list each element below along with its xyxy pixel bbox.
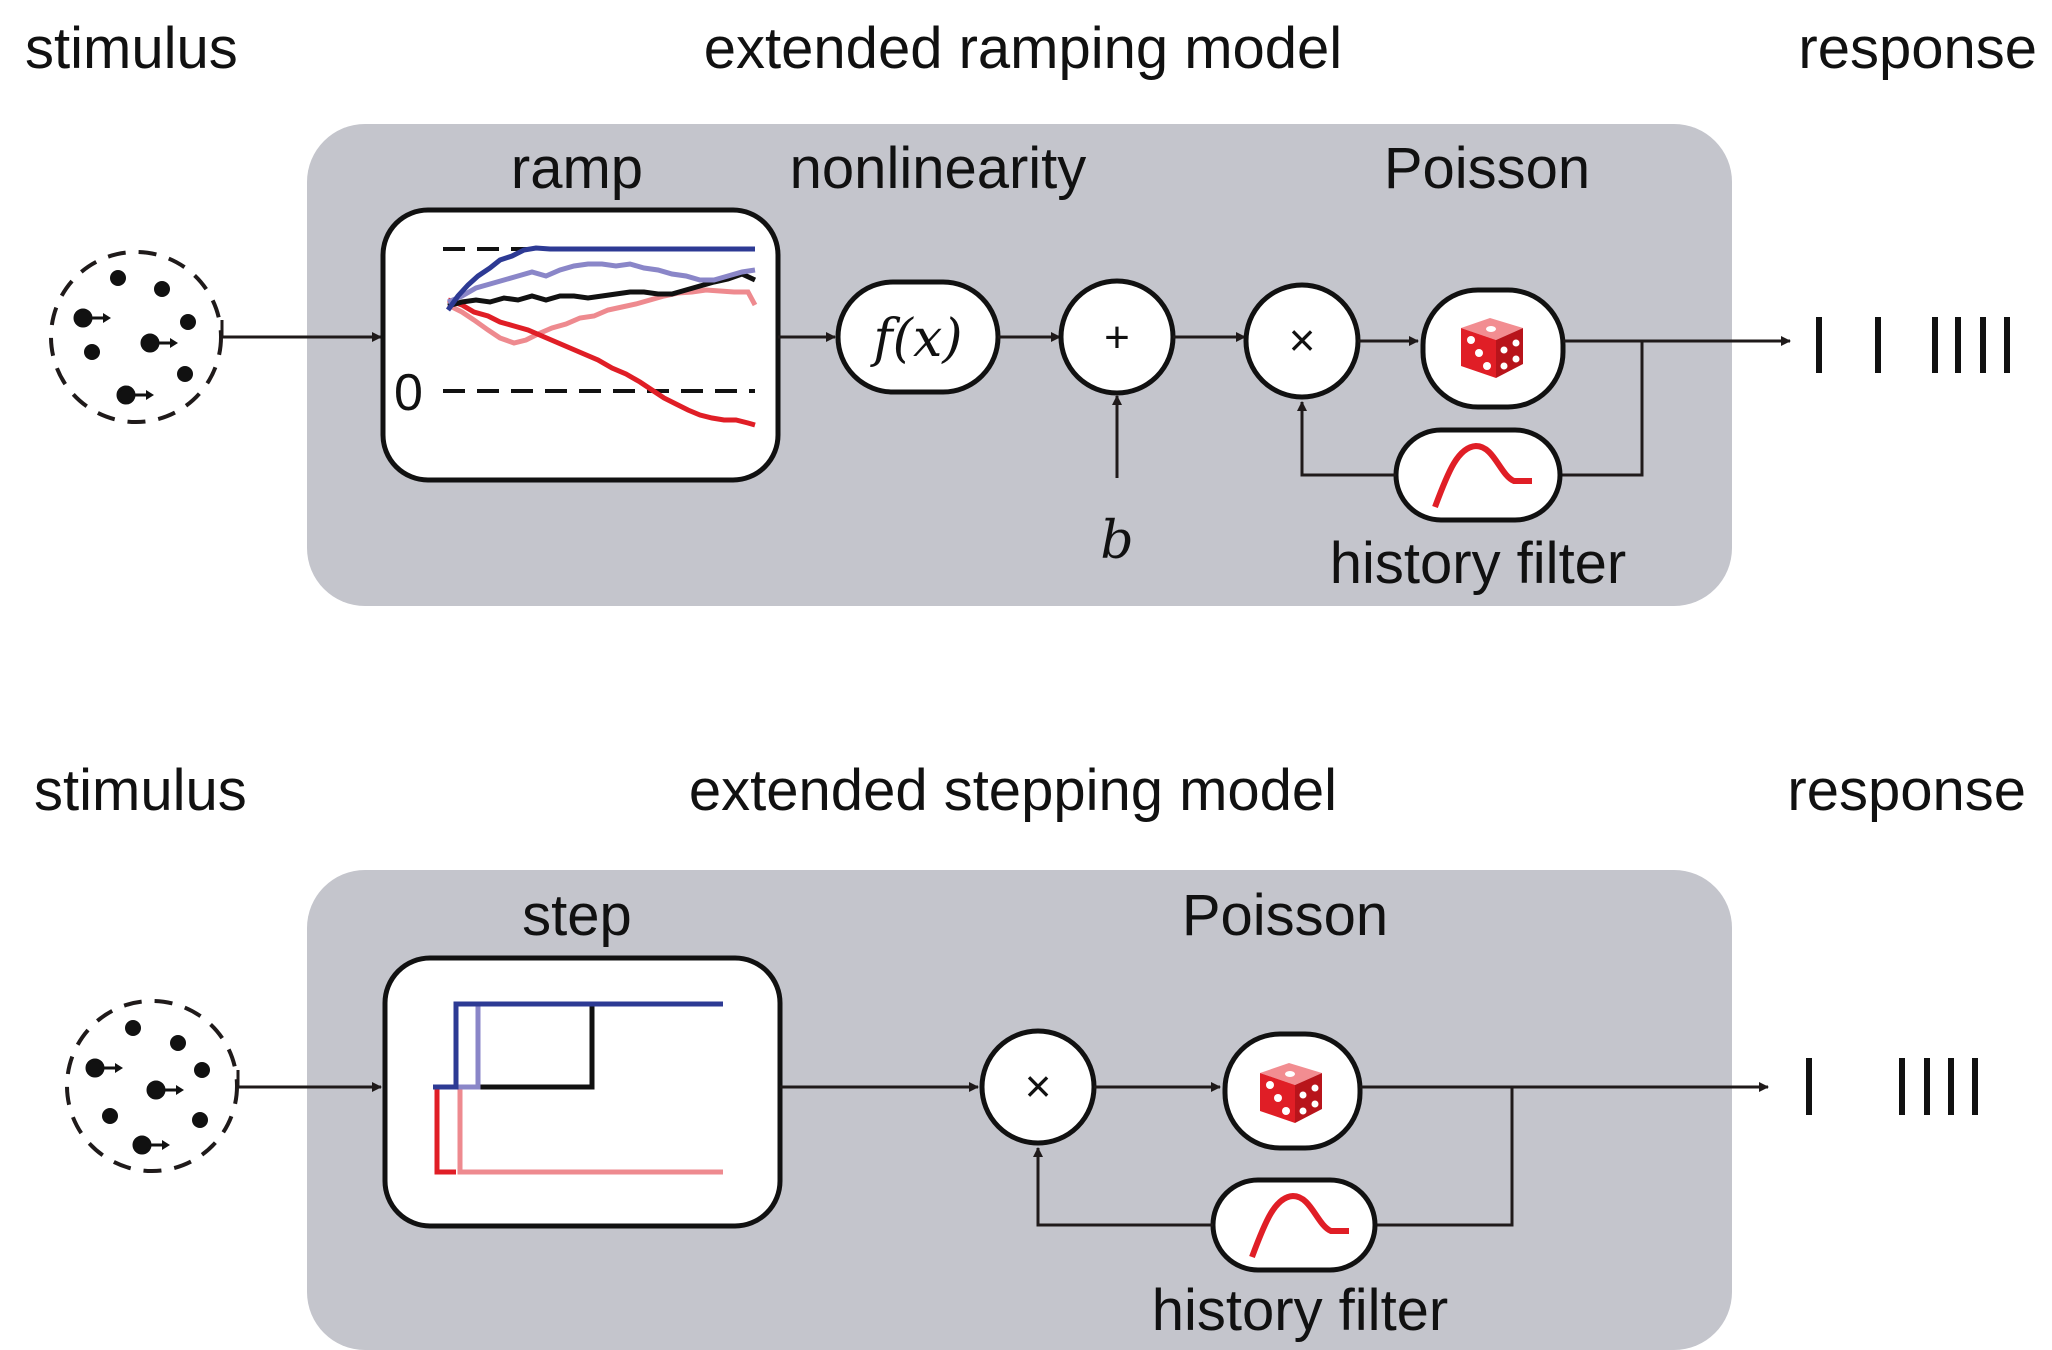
stepping-stimulus-label: stimulus [34,758,247,823]
ramp-zero-label: 0 [394,364,423,422]
ramping-history-filter-label: history filter [1330,531,1627,596]
ramping-model: stimulus extended ramping model response… [25,16,2037,606]
ramping-poisson-dice-box [1420,287,1566,410]
ramp-label: ramp [511,136,643,201]
ramping-poisson-label: Poisson [1384,136,1590,201]
dot-motion-stimulus-icon [65,999,239,1173]
ramping-stimulus-label: stimulus [25,16,238,81]
stepping-response-label: response [1787,758,2026,823]
history-filter-curve-icon [1249,1192,1349,1259]
dice-icon [1260,1063,1322,1123]
ramp-trace-light-blue [447,261,756,305]
step-label: step [522,883,632,948]
nonlinearity-label: nonlinearity [790,136,1087,201]
stepping-model-title: extended stepping model [689,758,1337,823]
ramping-times-symbol: × [1289,314,1316,366]
ramping-history-filter-box [1393,427,1563,523]
ramp-traces-plot: 0 [380,207,781,483]
step-trace-dark-blue [433,1001,723,1090]
ramp-trace-dark-blue [445,245,755,312]
stepping-poisson-label: Poisson [1182,883,1388,948]
stepping-spike-train [1806,1058,1978,1115]
bias-label: b [1100,511,1133,571]
stepping-times-symbol: × [1025,1060,1052,1112]
fx-label: f(x) [869,309,962,369]
stepping-history-filter-box [1210,1177,1378,1273]
stepping-model: stimulus extended stepping model respons… [34,758,2026,1350]
dice-icon [1461,318,1523,378]
stepping-poisson-dice-box [1222,1031,1363,1151]
ramping-multiply-node: × [1243,282,1361,400]
ramp-trace-red [447,297,756,428]
stepping-history-filter-label: history filter [1152,1278,1449,1343]
history-filter-curve-icon [1432,442,1532,509]
bias-sum-node: + [1058,278,1176,396]
plus-symbol: + [1104,313,1130,362]
ramping-spike-train [1816,317,2010,373]
ramping-model-title: extended ramping model [704,16,1342,81]
nonlinearity-fx-box: f(x) [835,279,1001,395]
ramping-response-label: response [1798,16,2037,81]
dot-motion-stimulus-icon [49,250,223,424]
stepping-multiply-node: × [979,1028,1097,1146]
step-traces-plot [382,955,783,1229]
ramp-trace-pink [446,287,758,346]
ramp-trace-black [447,271,757,309]
